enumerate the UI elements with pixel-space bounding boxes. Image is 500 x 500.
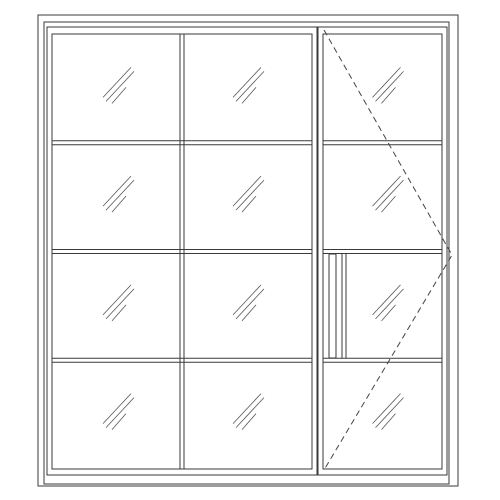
glass-reflection-mark xyxy=(232,175,265,213)
door-handle xyxy=(328,253,337,359)
glass-reflection-mark xyxy=(232,284,265,322)
fixed-panel-grid xyxy=(52,34,312,469)
inner-frame xyxy=(43,21,450,485)
door-leaf xyxy=(317,26,453,476)
outer-frame xyxy=(37,14,459,487)
door-leaf-grid xyxy=(323,140,442,363)
glass-reflection-mark xyxy=(372,67,404,104)
fixed-panel-inner xyxy=(51,33,313,470)
glass-reflection-mark xyxy=(102,393,135,430)
door-swing-indicator xyxy=(323,29,453,471)
door-leaf-inner xyxy=(322,33,443,470)
glass-marks xyxy=(102,67,404,430)
glass-reflection-mark xyxy=(102,175,135,213)
glass-reflection-mark xyxy=(232,67,265,104)
door-leaf-outer xyxy=(317,26,448,476)
glass-reflection-mark xyxy=(372,175,404,213)
glass-reflection-mark xyxy=(372,393,404,430)
fixed-panel-outer xyxy=(46,26,318,476)
glass-reflection-mark xyxy=(372,284,404,322)
glass-reflection-mark xyxy=(102,67,135,104)
glass-reflection-mark xyxy=(102,284,135,322)
glass-reflection-mark xyxy=(232,393,265,430)
fixed-panel xyxy=(46,26,318,476)
